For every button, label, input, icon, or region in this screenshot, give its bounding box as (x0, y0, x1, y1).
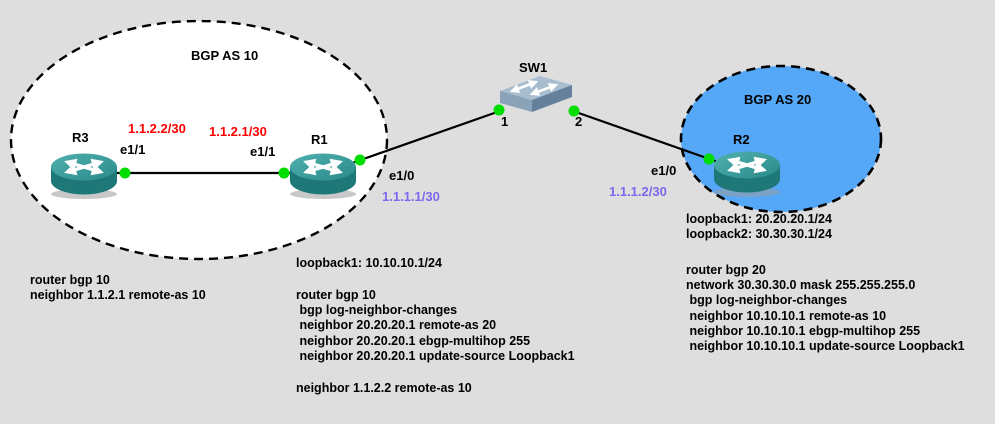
link-r1-sw1[interactable] (351, 109, 501, 165)
endpoint-dot-r1-e10 (354, 154, 366, 166)
as20-zone-label: BGP AS 20 (744, 92, 812, 107)
interface-label-r1-e10: e1/0 (389, 168, 415, 183)
as10-zone-ellipse (9, 19, 389, 261)
switch-sw1-label: SW1 (519, 60, 548, 75)
router-r1-icon[interactable] (290, 154, 356, 200)
r2-config-note: router bgp 20 network 30.30.30.0 mask 25… (686, 263, 965, 354)
interface-label-r2-e10: e1/0 (651, 163, 677, 178)
r1-config-note: router bgp 10 bgp log-neighbor-changes n… (296, 288, 575, 363)
router-r2-icon[interactable] (714, 152, 780, 198)
ip-label-r1-link: 1.1.2.1/30 (209, 124, 267, 139)
router-r3-label: R3 (72, 130, 89, 145)
r1-neighbor-note: neighbor 1.1.2.2 remote-as 10 (296, 381, 472, 395)
as20-zone-ellipse (679, 64, 883, 214)
r2-loopbacks-note: loopback1: 20.20.20.1/24 loopback2: 30.3… (686, 212, 832, 242)
r1-loopback-note: loopback1: 10.10.10.1/24 (296, 256, 442, 270)
endpoint-dot-sw1-p1 (493, 104, 505, 116)
ip-label-r1-sw: 1.1.1.1/30 (382, 189, 440, 204)
router-r1-label: R1 (311, 132, 328, 147)
endpoint-dot-sw1-p2 (568, 105, 580, 117)
as10-zone-label: BGP AS 10 (191, 48, 259, 63)
switch-port2-label: 2 (575, 114, 583, 129)
interface-label-r1-e11: e1/1 (250, 144, 276, 159)
r3-config-note: router bgp 10 neighbor 1.1.2.1 remote-as… (30, 273, 206, 303)
link-sw1-r2[interactable] (572, 109, 719, 164)
ip-label-r3-link: 1.1.2.2/30 (128, 121, 186, 136)
switch-sw1-icon[interactable] (500, 76, 572, 112)
router-r3-icon[interactable] (51, 154, 117, 200)
router-r2-label: R2 (733, 132, 750, 147)
endpoint-dot-r3-e11 (119, 167, 131, 179)
switch-port1-label: 1 (501, 114, 509, 129)
interface-label-r3-e11: e1/1 (120, 142, 146, 157)
endpoint-dot-r2-e10 (703, 153, 715, 165)
ip-label-r2-sw: 1.1.1.2/30 (609, 184, 667, 199)
endpoint-dot-r1-e11 (278, 167, 290, 179)
